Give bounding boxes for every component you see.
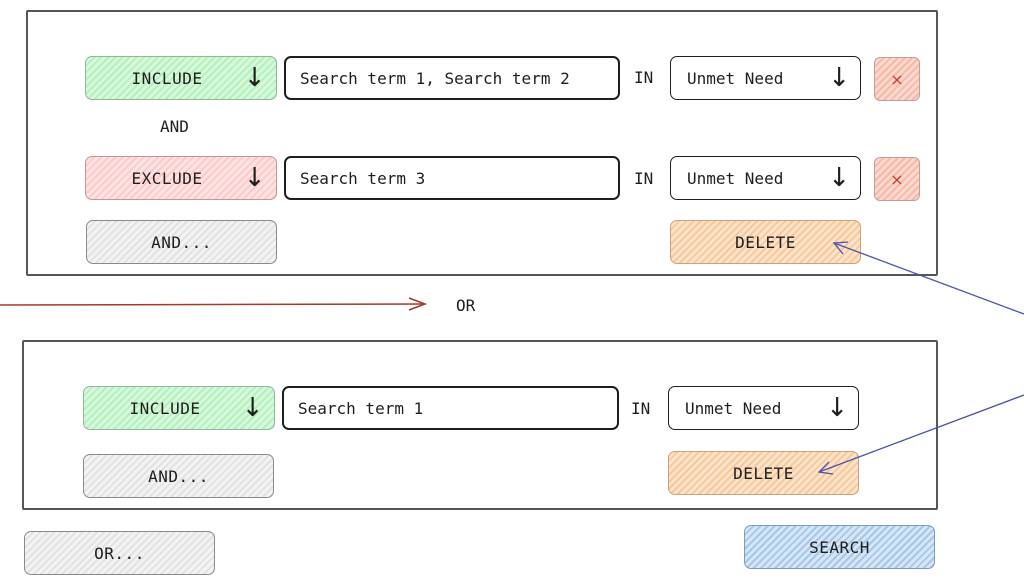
- delete-label: DELETE: [735, 232, 796, 252]
- close-icon: ×: [890, 169, 904, 189]
- field-select[interactable]: Unmet Need ↓: [670, 156, 861, 200]
- add-and-label: AND...: [148, 466, 209, 486]
- add-and-label: AND...: [151, 232, 212, 252]
- add-and-button[interactable]: AND...: [86, 220, 277, 264]
- delete-label: DELETE: [733, 463, 794, 483]
- search-terms-value: Search term 3: [300, 168, 426, 188]
- add-or-label: OR...: [94, 543, 145, 563]
- in-label: IN: [634, 68, 654, 87]
- include-mode-select[interactable]: INCLUDE ↓: [85, 56, 277, 100]
- field-select[interactable]: Unmet Need ↓: [670, 56, 861, 100]
- arrow-down-icon: ↓: [828, 63, 850, 93]
- arrow-down-icon: ↓: [243, 163, 266, 193]
- search-terms-input[interactable]: Search term 3: [284, 156, 620, 200]
- or-arrow: [0, 297, 428, 311]
- and-joiner-label: AND: [160, 117, 189, 136]
- include-mode-select[interactable]: INCLUDE ↓: [83, 386, 275, 430]
- field-select[interactable]: Unmet Need ↓: [668, 386, 859, 430]
- mode-label: INCLUDE: [131, 68, 203, 88]
- search-label: SEARCH: [809, 537, 870, 557]
- search-terms-input[interactable]: Search term 1, Search term 2: [284, 56, 620, 100]
- or-separator-label: OR: [456, 296, 476, 315]
- mode-label: INCLUDE: [129, 398, 201, 418]
- close-icon: ×: [890, 69, 904, 89]
- mode-label: EXCLUDE: [131, 168, 203, 188]
- remove-row-button[interactable]: ×: [874, 57, 920, 101]
- arrow-down-icon: ↓: [243, 63, 266, 93]
- field-select-value: Unmet Need: [687, 168, 784, 188]
- arrow-down-icon: ↓: [826, 393, 848, 423]
- exclude-mode-select[interactable]: EXCLUDE ↓: [85, 156, 277, 200]
- search-button[interactable]: SEARCH: [744, 525, 935, 569]
- in-label: IN: [634, 169, 654, 188]
- search-terms-value: Search term 1: [298, 398, 424, 418]
- arrow-down-icon: ↓: [828, 163, 850, 193]
- search-terms-value: Search term 1, Search term 2: [300, 68, 570, 88]
- delete-group-button[interactable]: DELETE: [670, 220, 861, 264]
- add-and-button[interactable]: AND...: [83, 454, 274, 498]
- field-select-value: Unmet Need: [685, 398, 782, 418]
- in-label: IN: [631, 399, 651, 418]
- arrow-down-icon: ↓: [241, 393, 264, 423]
- add-or-button[interactable]: OR...: [24, 531, 215, 575]
- delete-group-button[interactable]: DELETE: [668, 451, 859, 495]
- search-terms-input[interactable]: Search term 1: [282, 386, 619, 430]
- remove-row-button[interactable]: ×: [874, 157, 920, 201]
- field-select-value: Unmet Need: [687, 68, 784, 88]
